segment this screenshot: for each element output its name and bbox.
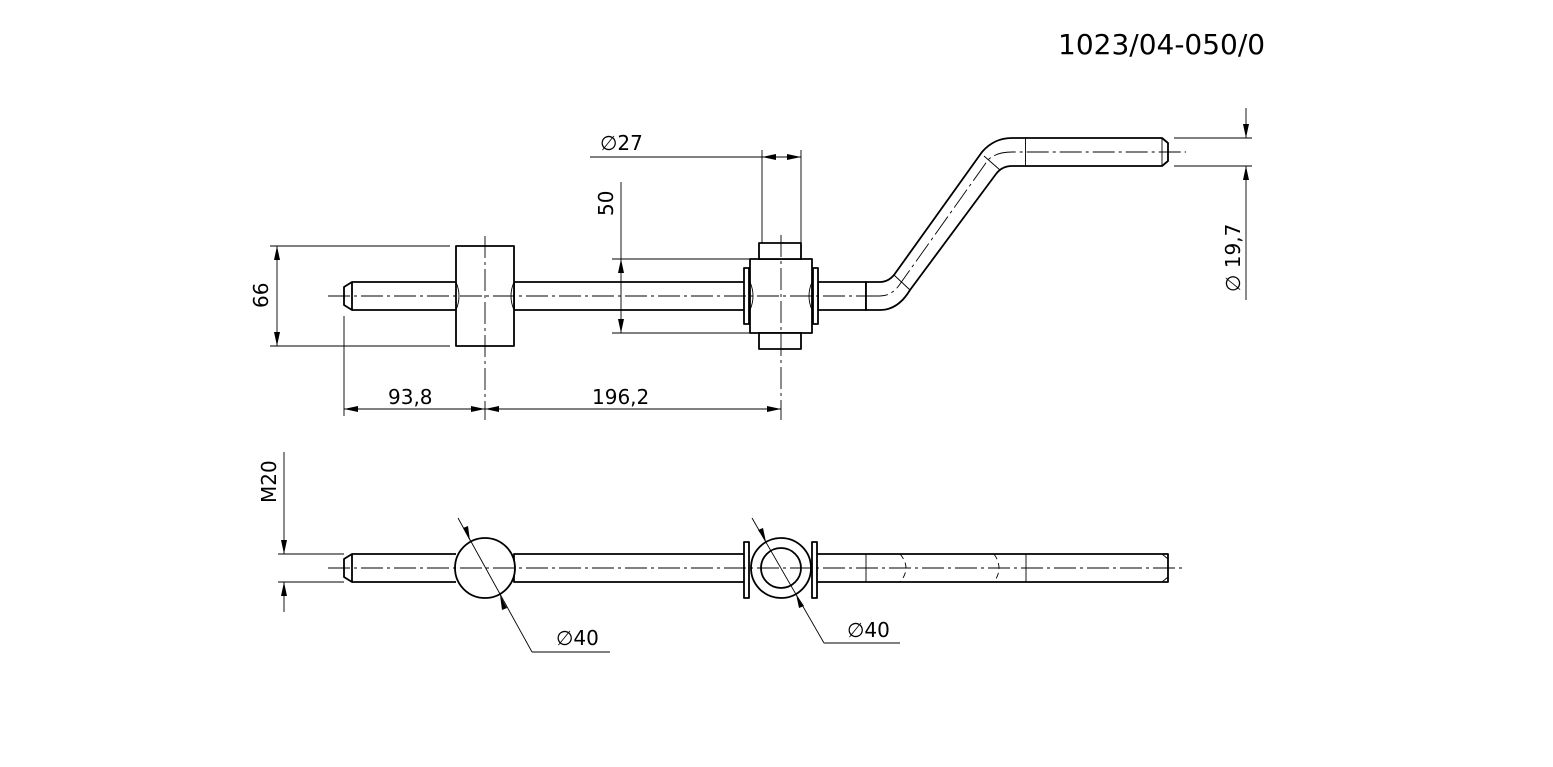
length-93-8-label: 93,8 <box>388 385 433 409</box>
end-diameter-label: ∅ 19,7 <box>1221 224 1245 292</box>
height-50-label: 50 <box>594 191 618 216</box>
drawing-number: 1023/04-050/0 <box>1058 28 1265 61</box>
clamp-nut-bottom <box>758 332 802 350</box>
ball-diameter-label: ∅40 <box>556 626 599 650</box>
plan-view <box>328 537 1186 599</box>
bar-diameter-label: ∅27 <box>600 131 643 155</box>
ring-diameter-label: ∅40 <box>847 618 890 642</box>
plan-washer-left <box>743 541 750 599</box>
length-196-2-label: 196,2 <box>592 385 649 409</box>
clamp-nut-top <box>758 242 802 260</box>
shaft-left <box>343 281 456 311</box>
crank-bend <box>865 137 1027 311</box>
plan-shaft <box>343 553 456 583</box>
height-66-label: 66 <box>249 283 273 308</box>
plan-washer-right <box>811 541 818 599</box>
front-view <box>328 137 1186 420</box>
dimensions: ∅27 50 66 93,8 196,2 ∅ 19,7 <box>249 108 1252 653</box>
thread-label: M20 <box>257 460 281 503</box>
